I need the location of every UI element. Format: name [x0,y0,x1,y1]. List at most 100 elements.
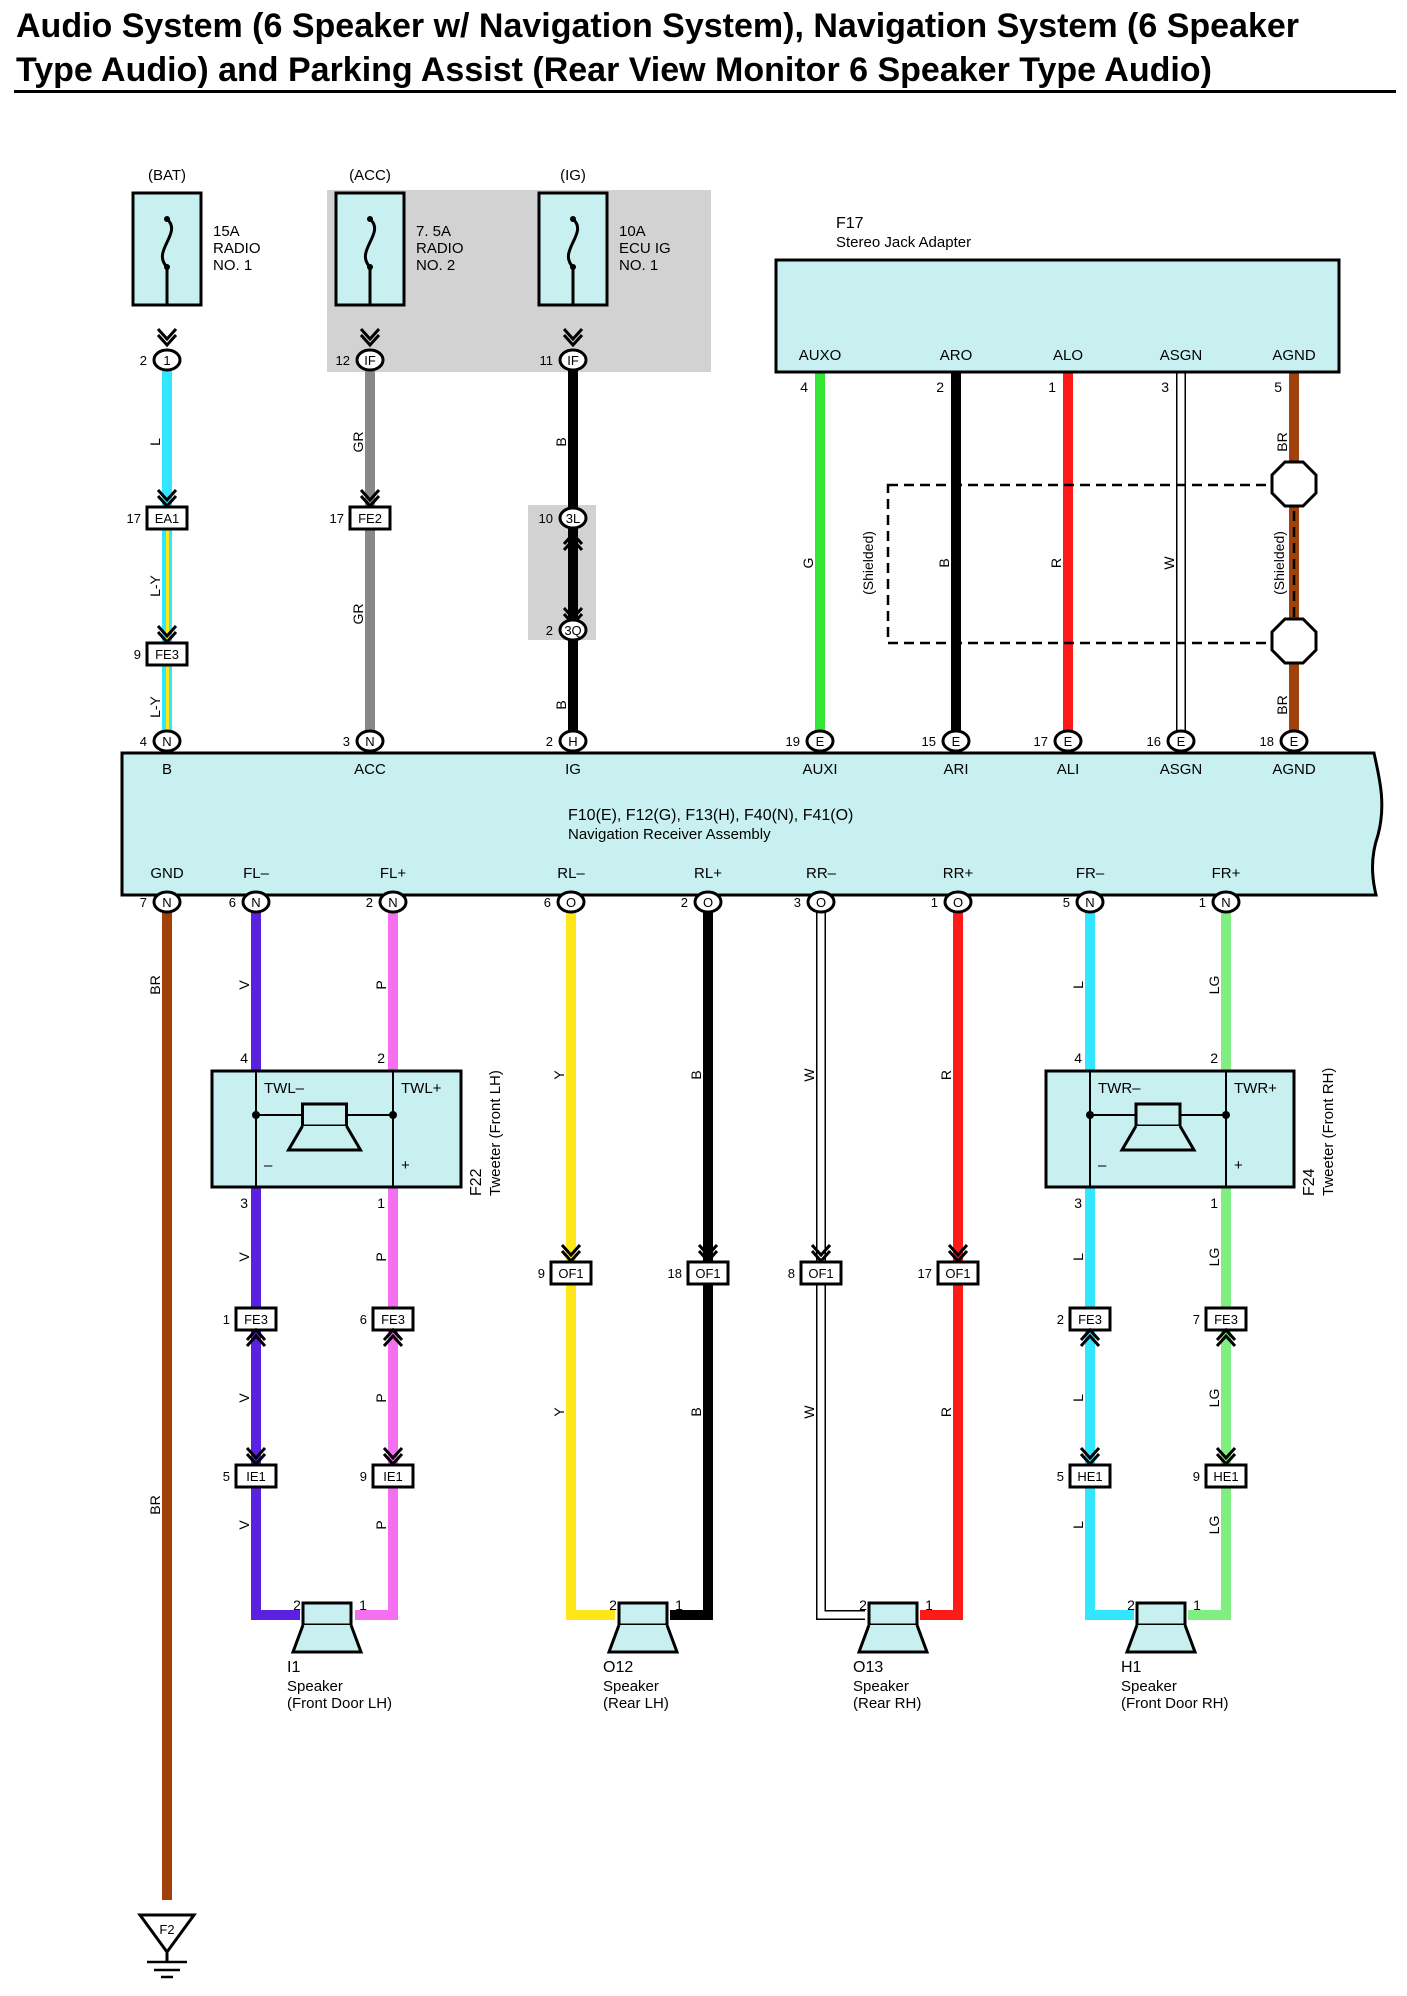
wire-rr-neg-core [817,900,865,1619]
receiver-bottom-terminal: RL– [557,865,585,882]
speaker-cone [606,1624,680,1654]
receiver-name: Navigation Receiver Assembly [568,826,771,843]
receiver-bottom-pin-pin: 6 [229,895,236,910]
receiver-top-pin [355,729,385,753]
stereo-jack-terminal: ARO [940,347,973,364]
receiver-bottom-terminal: RL+ [694,865,722,882]
receiver-top-pin-pin: 4 [140,734,147,749]
inline-connector-of1-pin: 18 [668,1266,682,1281]
ground-id: F2 [159,1922,174,1937]
tweeter-junction [1222,1111,1230,1119]
inline-connector-e1-pin: 5 [223,1469,230,1484]
stereo-jack-pin: 4 [800,379,808,395]
tweeter-name: Tweeter (Front LH) [487,1070,504,1196]
wire-color-label: GR [350,432,366,453]
wire-color-label: B [688,1407,704,1416]
receiver-top-terminal: IG [565,761,581,778]
inline-connector-of1 [549,1260,593,1286]
arrow-chevron [245,1327,267,1348]
wire-color-label: B [936,558,952,567]
wire-color-label: P [373,1252,389,1261]
splice-shade [528,505,596,640]
inline-connector-of1-id: OF1 [945,1266,970,1281]
receiver-top-pin-pin: 2 [546,734,553,749]
receiver-bottom-terminal: FL– [243,865,270,882]
speaker-icon [867,1601,919,1627]
wire-color-label: R [938,1407,954,1417]
receiver-bottom-pin [556,890,586,914]
inline-connector-ea1 [145,505,189,531]
fuse-rating-label: NO. 2 [416,257,455,274]
fuse-pin-connector-pin: 11 [540,353,554,368]
inline-connector-of1-id: OF1 [695,1266,720,1281]
fuse-icon [566,217,580,269]
receiver-bottom-pin-id: O [566,895,576,910]
inline-connector-fe3-id: FE3 [155,647,179,662]
fuse-rating-label: 15A [213,223,240,240]
inline-connector-e1 [1204,1463,1248,1489]
fuse-terminal [367,216,373,222]
wire-color-label: L [1070,981,1086,989]
speaker-icon [617,1601,669,1627]
inline-connector-ea1-id: EA1 [155,511,180,526]
tweeter-pin: 1 [1210,1195,1218,1211]
arrow-chevron [562,531,584,552]
splice-connector-3q-pin: 2 [546,623,553,638]
receiver-top-pin-id: N [162,734,171,749]
wire-color-label: L [1070,1394,1086,1402]
receiver-top-pin-id: E [1177,734,1186,749]
tweeter-minus-label: – [1098,1157,1107,1174]
wire-color-label: W [1161,556,1177,570]
wire-color-label: V [236,980,252,990]
fuse-terminal [570,216,576,222]
inline-connector-e1-pin: 5 [1057,1469,1064,1484]
arrow-chevron [1215,1327,1237,1348]
speaker-name: Speaker [853,1678,909,1695]
speaker-pin: 2 [859,1597,867,1613]
fuse-icon [363,217,377,269]
speaker-name: Speaker [1121,1678,1177,1695]
tweeter-speaker-icon [301,1102,348,1128]
wire-color-label: W [801,1405,817,1419]
inline-connector-of1-pin: 9 [538,1266,545,1281]
tweeter-pin: 3 [1074,1195,1082,1211]
tweeter-pin: 4 [1074,1050,1082,1066]
title-line-1: Audio System (6 Speaker w/ Navigation Sy… [16,7,1300,45]
receiver-bottom-pin [241,890,271,914]
fuse-pin-connector-id: IF [567,353,579,368]
inline-connector-of1-pin: 17 [918,1266,932,1281]
tweeter-pin: 3 [240,1195,248,1211]
stereo-jack-terminal: ALO [1053,347,1083,364]
wire-color-label: LG [1206,976,1222,995]
splice-connector-3q-id: 3Q [564,623,581,638]
speaker-icon [1135,1601,1187,1627]
inline-connector-e1-pin: 9 [1193,1469,1200,1484]
stereo-jack-pin: 5 [1274,379,1282,395]
tweeter-plus-label: + [401,1157,410,1174]
diagram-title: Audio System (6 Speaker w/ Navigation Sy… [16,4,1396,92]
receiver-bottom-terminal: FR+ [1212,865,1241,882]
tweeter-pos-label: TWR+ [1234,1080,1277,1097]
receiver-bottom-terminal: GND [150,865,184,882]
receiver-bottom-pin-id: N [1221,895,1230,910]
inline-connector-ea1-pin: 17 [127,511,141,526]
tweeter-pin: 1 [377,1195,385,1211]
fuse-pin-connector-id: IF [364,353,376,368]
wire-color-label: V [236,1252,252,1262]
receiver-top-pin [152,729,182,753]
splice-connector-3q [558,618,588,642]
inline-connector-fe3-pin: 2 [1057,1312,1064,1327]
splice-connector-3l [558,506,588,530]
wire-rr-neg [816,900,865,1620]
receiver-bottom-pin [378,890,408,914]
receiver-bottom-pin-id: N [388,895,397,910]
inline-connector-fe3-id: FE3 [381,1312,405,1327]
receiver-bottom-terminal: FL+ [380,865,407,882]
receiver-bottom-terminal: RR– [806,865,837,882]
receiver-top-terminal: ALI [1057,761,1080,778]
receiver-bottom-pin-id: N [162,895,171,910]
wire-color-label: L [1070,1253,1086,1261]
wire-color-label: B [553,700,569,709]
splice-connector-3l-id: 3L [566,511,580,526]
